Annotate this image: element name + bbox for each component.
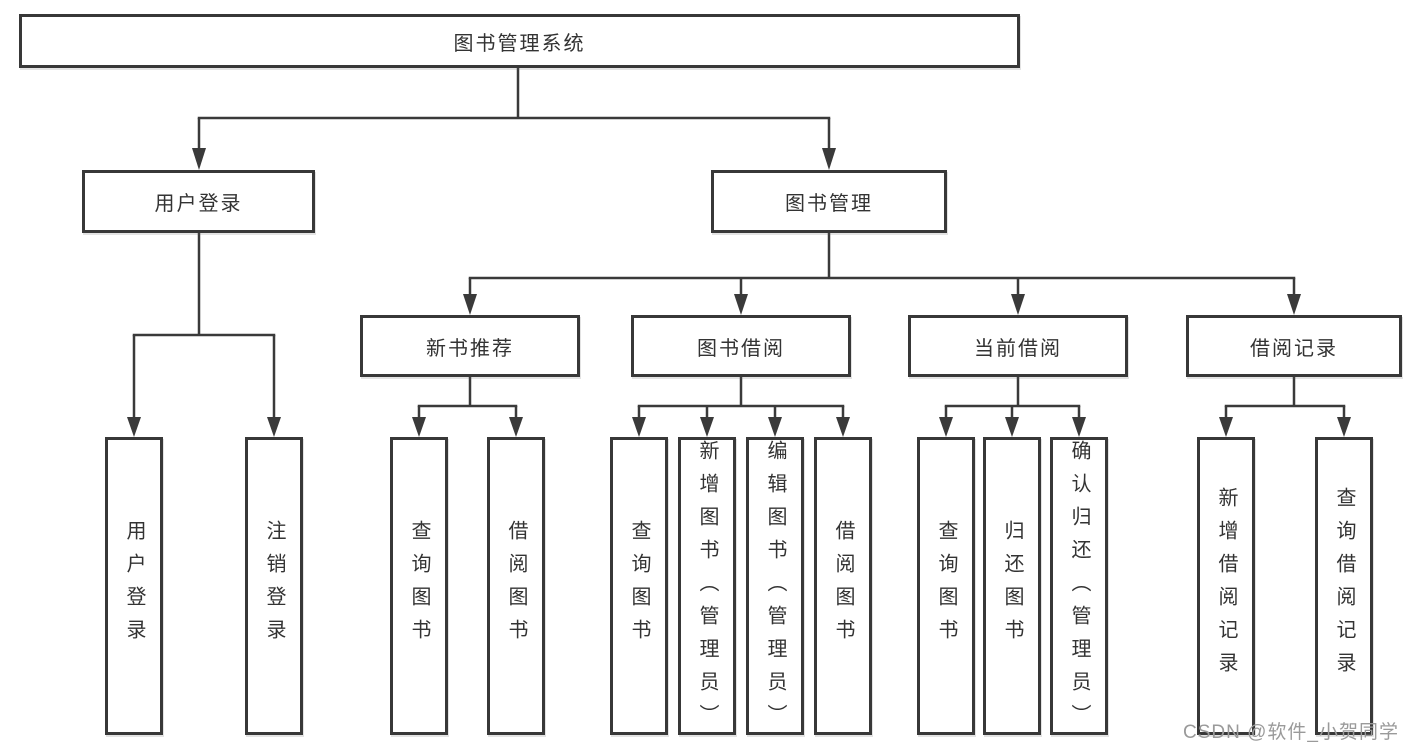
leaf-query-borrow-record: 查询借阅记录 — [1315, 437, 1373, 735]
node-borrowing-records: 借阅记录 — [1186, 315, 1402, 377]
leaf-add-borrow-record: 新增借阅记录 — [1197, 437, 1255, 735]
leaf-add-books-admin: 新增图书（管理员） — [678, 437, 736, 737]
leaf-logout: 注销登录 — [245, 437, 303, 735]
leaf-user-login: 用户登录 — [105, 437, 163, 735]
node-book-management: 图书管理 — [711, 170, 947, 233]
node-user-login: 用户登录 — [82, 170, 315, 233]
node-current-borrowing: 当前借阅 — [908, 315, 1128, 377]
leaf-query-books-borrowing: 查询图书 — [610, 437, 668, 735]
node-new-book-recommend: 新书推荐 — [360, 315, 580, 377]
leaf-borrow-books-recommend: 借阅图书 — [487, 437, 545, 735]
node-library-management-system: 图书管理系统 — [19, 14, 1020, 68]
node-book-borrowing: 图书借阅 — [631, 315, 851, 377]
leaf-query-books-current: 查询图书 — [917, 437, 975, 735]
leaf-borrow-books: 借阅图书 — [814, 437, 872, 735]
leaf-confirm-return-admin: 确认归还（管理员） — [1050, 437, 1108, 737]
leaf-edit-books-admin: 编辑图书（管理员） — [746, 437, 804, 737]
watermark: CSDN @软件_小贺同学 — [1183, 722, 1399, 743]
leaf-return-books: 归还图书 — [983, 437, 1041, 735]
leaf-query-books-recommend: 查询图书 — [390, 437, 448, 735]
